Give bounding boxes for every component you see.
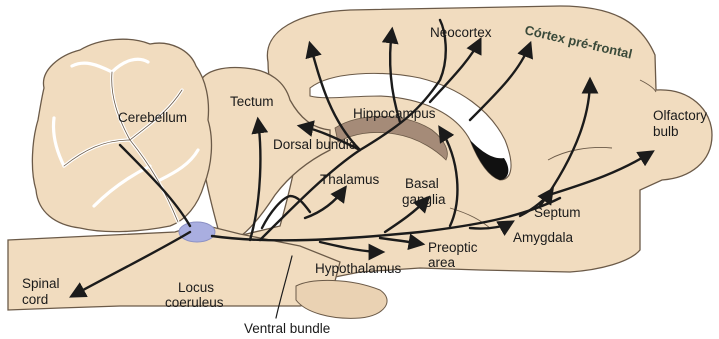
label-tectum: Tectum <box>230 94 274 109</box>
label-neocortex: Neocortex <box>430 25 492 40</box>
cerebellum-region <box>32 39 211 231</box>
ventral-lobule <box>296 280 387 318</box>
label-basal-ganglia-1: Basal <box>405 176 439 191</box>
locus-coeruleus-marker <box>179 222 215 242</box>
label-amygdala: Amygdala <box>513 230 574 245</box>
label-basal-ganglia-2: ganglia <box>402 192 446 207</box>
label-preoptic-area-1: Preoptic <box>428 240 478 255</box>
label-olfactory-bulb-2: bulb <box>653 124 679 139</box>
label-cerebellum: Cerebellum <box>118 110 187 125</box>
label-hypothalamus: Hypothalamus <box>315 261 402 276</box>
label-locus-coeruleus-2: coeruleus <box>165 295 224 310</box>
label-dorsal-bundle: Dorsal bundle <box>273 137 356 152</box>
label-septum: Septum <box>534 205 581 220</box>
label-spinal-cord-1: Spinal <box>22 276 60 291</box>
label-preoptic-area-2: area <box>428 255 456 270</box>
label-thalamus: Thalamus <box>320 172 380 187</box>
label-ventral-bundle: Ventral bundle <box>244 321 330 336</box>
label-olfactory-bulb-1: Olfactory <box>653 108 707 123</box>
label-locus-coeruleus-1: Locus <box>178 280 214 295</box>
label-spinal-cord-2: cord <box>22 292 48 307</box>
label-hippocampus: Hippocampus <box>353 106 436 121</box>
